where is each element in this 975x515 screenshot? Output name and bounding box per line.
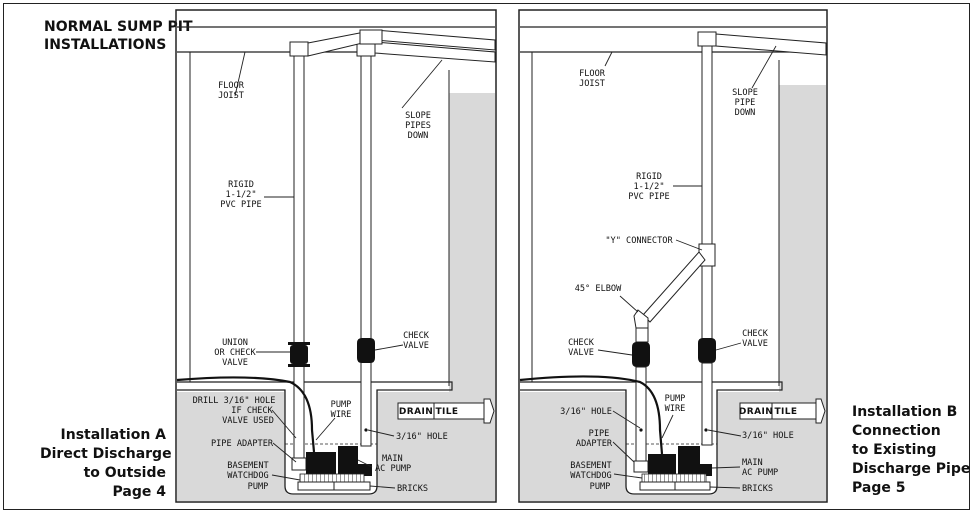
main-ac-pump-b [678, 446, 700, 474]
installation-b-caption: Installation B Connection to Existing Di… [852, 403, 971, 498]
main-title-line-1: NORMAL SUMP PIT [44, 19, 193, 35]
outer-frame [3, 3, 970, 510]
label-a-union-2: OR CHECK [214, 348, 256, 358]
label-b-basement-3: PUMP [590, 482, 611, 492]
panel-b-main-pipe [697, 31, 717, 446]
label-a-slope-3: DOWN [408, 131, 429, 141]
label-a-rigid-1: RIGID [228, 180, 254, 190]
check-valve [357, 338, 375, 363]
label-a-drain: DRAIN [399, 407, 433, 417]
label-a-basement-1: BASEMENT [227, 461, 268, 471]
panel-b-border [518, 9, 828, 503]
panel-a-labels: FLOOR JOIST SLOPE PIPES DOWN RIGID 1-1/2… [193, 81, 459, 494]
label-b-y-connector: "Y" CONNECTOR [605, 236, 673, 246]
caption-b-line-1: Installation B [852, 404, 958, 420]
panel-a-ground [177, 93, 495, 501]
label-a-bricks: BRICKS [397, 484, 428, 494]
label-a-pump-wire-2: WIRE [331, 410, 352, 420]
label-b-slope-2: PIPE [735, 98, 756, 108]
label-b-basement-2: WATCHDOG [570, 471, 611, 481]
label-b-floor-joist-1: FLOOR [579, 69, 606, 79]
panel-b-drain-tile [739, 398, 826, 424]
panel-a-pumps [291, 446, 372, 491]
caption-a-line-2: Direct Discharge [40, 446, 172, 462]
panel-a-right-pipe [356, 41, 376, 447]
label-b-slope-3: DOWN [735, 108, 756, 118]
union-check-valve [290, 345, 308, 364]
label-a-drill-3: VALVE USED [222, 416, 274, 426]
label-a-main-pump-1: MAIN [382, 454, 403, 464]
caption-b-line-3: to Existing [852, 442, 937, 458]
label-a-pump-wire-1: PUMP [331, 400, 352, 410]
label-b-adapter-1: PIPE [589, 429, 610, 439]
label-b-check-left-1: CHECK [568, 338, 595, 348]
watchdog-pump-b [648, 454, 676, 476]
installation-a-caption: Installation A Direct Discharge to Outsi… [40, 426, 172, 502]
label-a-drill-2: IF CHECK [231, 406, 273, 416]
panel-a-border [175, 9, 497, 503]
label-b-check-left-2: VALVE [568, 348, 594, 358]
label-b-rigid-2: 1-1/2" [633, 182, 664, 192]
label-a-check-2: VALVE [403, 341, 429, 351]
panel-b-pumps [633, 446, 712, 491]
panel-a-drain-tile [397, 398, 495, 424]
label-b-check-right-1: CHECK [742, 329, 769, 339]
label-b-tile: TILE [775, 407, 798, 417]
label-a-floor-joist-2: JOIST [218, 91, 244, 101]
label-b-rigid-1: RIGID [636, 172, 662, 182]
label-b-adapter-2: ADAPTER [576, 439, 613, 449]
installation-a-diagram [175, 9, 497, 503]
label-a-check-1: CHECK [403, 331, 430, 341]
label-b-pump-wire-2: WIRE [665, 404, 686, 414]
label-b-check-right-2: VALVE [742, 339, 768, 349]
caption-a-line-3: to Outside [83, 465, 166, 481]
label-a-basement-3: PUMP [248, 482, 269, 492]
label-b-drain: DRAIN [739, 407, 773, 417]
label-a-adapter: PIPE ADAPTER [211, 439, 274, 449]
caption-a-line-1: Installation A [60, 427, 166, 443]
caption-b-line-5: Page 5 [852, 480, 906, 496]
caption-a-line-4: Page 4 [112, 484, 166, 500]
label-a-slope-2: PIPES [405, 121, 431, 131]
caption-b-line-4: Discharge Pipe [852, 461, 971, 477]
installation-b-diagram [518, 9, 828, 503]
main-title-line-2: INSTALLATIONS [44, 37, 167, 53]
main-title: NORMAL SUMP PIT INSTALLATIONS [44, 18, 193, 54]
label-a-union-1: UNION [222, 338, 248, 348]
label-a-floor-joist-1: FLOOR [218, 81, 245, 91]
label-a-slope-1: SLOPE [405, 111, 431, 121]
check-valve-left [632, 342, 650, 367]
label-b-slope-1: SLOPE [732, 88, 758, 98]
label-b-hole-left: 3/16" HOLE [560, 407, 612, 417]
label-a-union-3: VALVE [222, 358, 248, 368]
label-a-rigid-3: PVC PIPE [220, 200, 261, 210]
watchdog-pump [306, 452, 336, 476]
label-b-floor-joist-2: JOIST [579, 79, 605, 89]
panel-a-left-pipe [288, 41, 310, 459]
label-a-hole: 3/16" HOLE [396, 432, 448, 442]
label-a-rigid-2: 1-1/2" [225, 190, 256, 200]
label-b-pump-wire-1: PUMP [665, 394, 686, 404]
label-b-rigid-3: PVC PIPE [628, 192, 669, 202]
label-a-tile: TILE [436, 407, 459, 417]
panel-b-ground [520, 85, 826, 501]
label-a-basement-2: WATCHDOG [227, 471, 268, 481]
check-valve-right [698, 338, 716, 363]
label-b-hole-right: 3/16" HOLE [742, 431, 794, 441]
label-b-main-pump-1: MAIN [742, 458, 763, 468]
main-ac-pump [338, 446, 358, 474]
caption-b-line-2: Connection [852, 423, 941, 439]
label-a-drill-1: DRILL 3/16" HOLE [193, 396, 276, 406]
label-b-bricks: BRICKS [742, 484, 773, 494]
label-b-main-pump-2: AC PUMP [742, 468, 778, 478]
label-a-main-pump-2: AC PUMP [375, 464, 411, 474]
panel-b-labels: FLOOR JOIST SLOPE PIPE DOWN RIGID 1-1/2"… [560, 69, 797, 494]
label-b-basement-1: BASEMENT [570, 461, 611, 471]
label-b-elbow: 45° ELBOW [575, 284, 622, 294]
